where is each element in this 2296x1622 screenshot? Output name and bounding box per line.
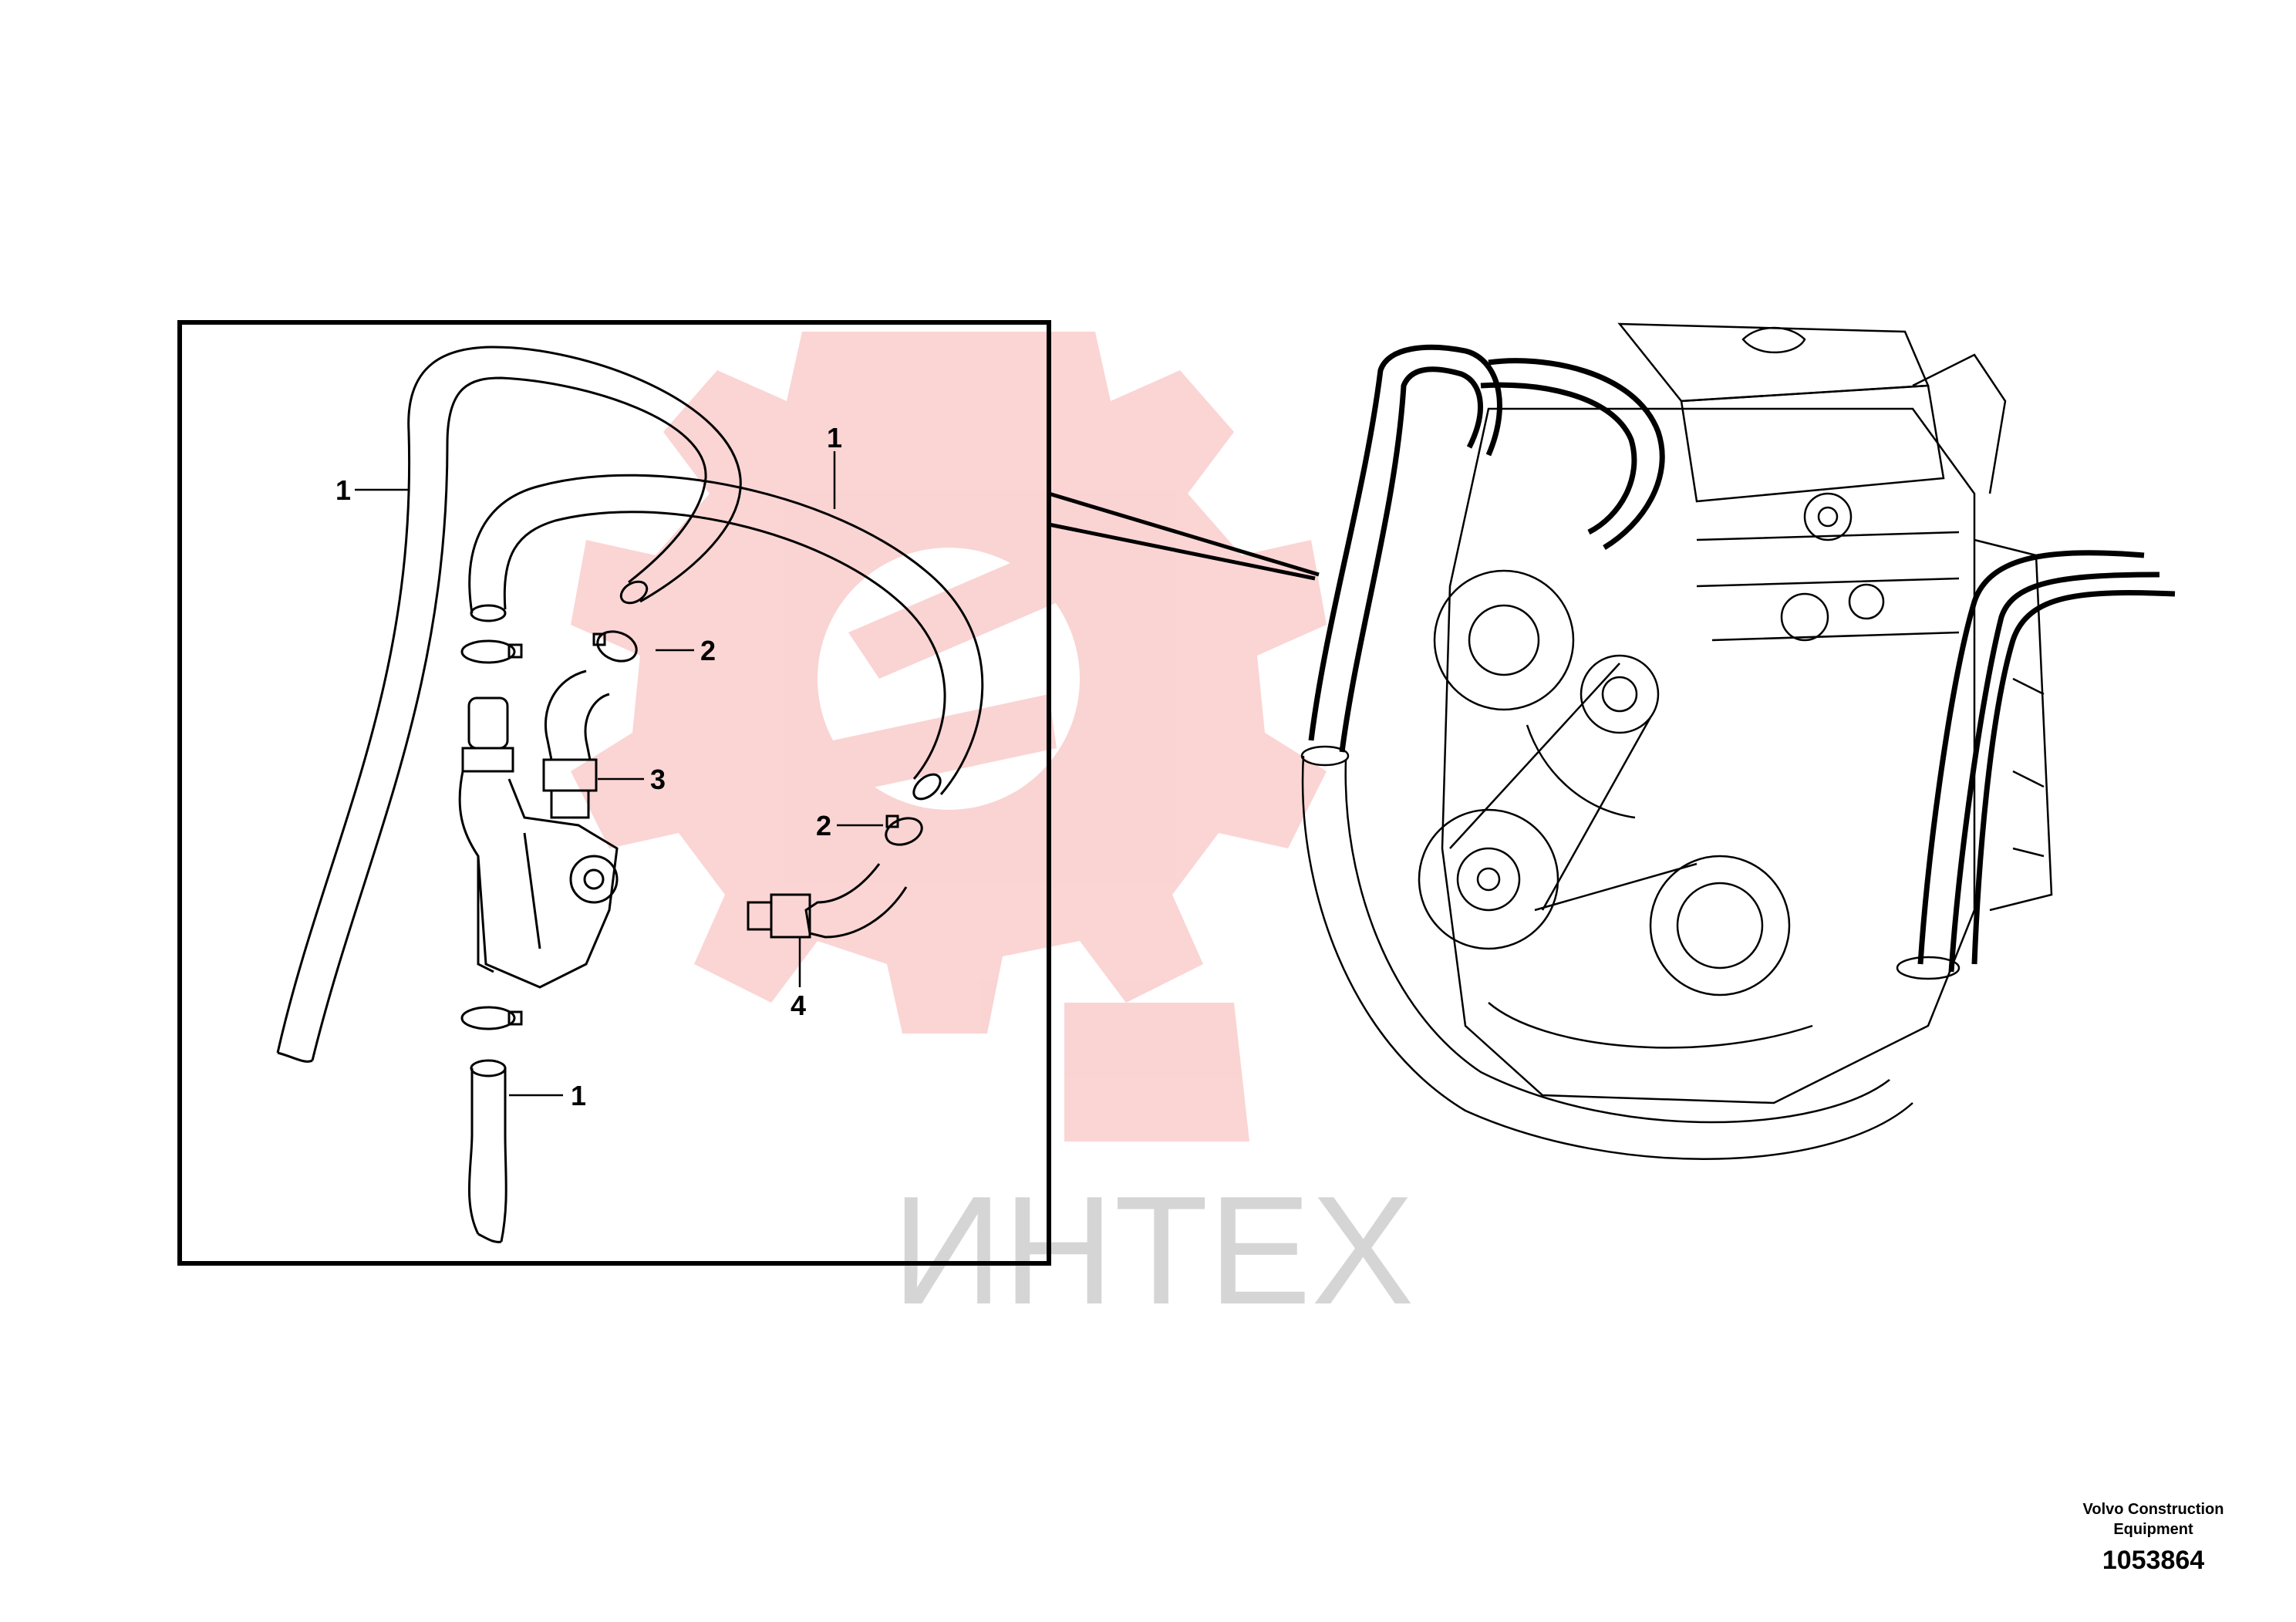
callout-2-lower: 2 bbox=[816, 810, 831, 841]
hose-clamp-item-2-lower bbox=[885, 814, 923, 846]
detail-pointer bbox=[1048, 491, 1320, 581]
elbow-fitting-item-4 bbox=[747, 863, 908, 939]
callout-2-upper: 2 bbox=[700, 635, 716, 666]
callout-3: 3 bbox=[650, 764, 666, 795]
engine-illustration bbox=[1418, 322, 2053, 1104]
watermark-gear-icon bbox=[571, 332, 1327, 1034]
credit-part-number: 1053864 bbox=[2102, 1546, 2205, 1575]
engine-hoses-highlighted bbox=[1308, 344, 2176, 973]
callout-1-bottom: 1 bbox=[571, 1080, 586, 1111]
watermark-text: ИНТЕХ bbox=[892, 1165, 1414, 1337]
hose-1-bottom bbox=[467, 1059, 507, 1243]
hose-clamp-upper-left bbox=[460, 639, 523, 664]
callout-1-top-left: 1 bbox=[335, 474, 351, 506]
hose-1-left bbox=[276, 346, 742, 1063]
callout-4: 4 bbox=[791, 990, 806, 1021]
leader-lines bbox=[355, 451, 883, 1097]
hose-clamp-item-2-upper bbox=[592, 630, 638, 663]
watermark-logo bbox=[571, 332, 1327, 1141]
coolant-valve-assembly bbox=[458, 696, 619, 989]
hose-clamp-lower-left bbox=[460, 1006, 523, 1030]
detail-frame bbox=[177, 320, 1051, 1266]
elbow-fitting-item-3 bbox=[542, 669, 610, 819]
callout-1-top-right: 1 bbox=[827, 422, 842, 454]
credit-company: Volvo Construction Equipment bbox=[2082, 1501, 2224, 1538]
hose-1-right bbox=[468, 474, 984, 801]
engine-hose-left-outer bbox=[1300, 745, 1961, 1160]
